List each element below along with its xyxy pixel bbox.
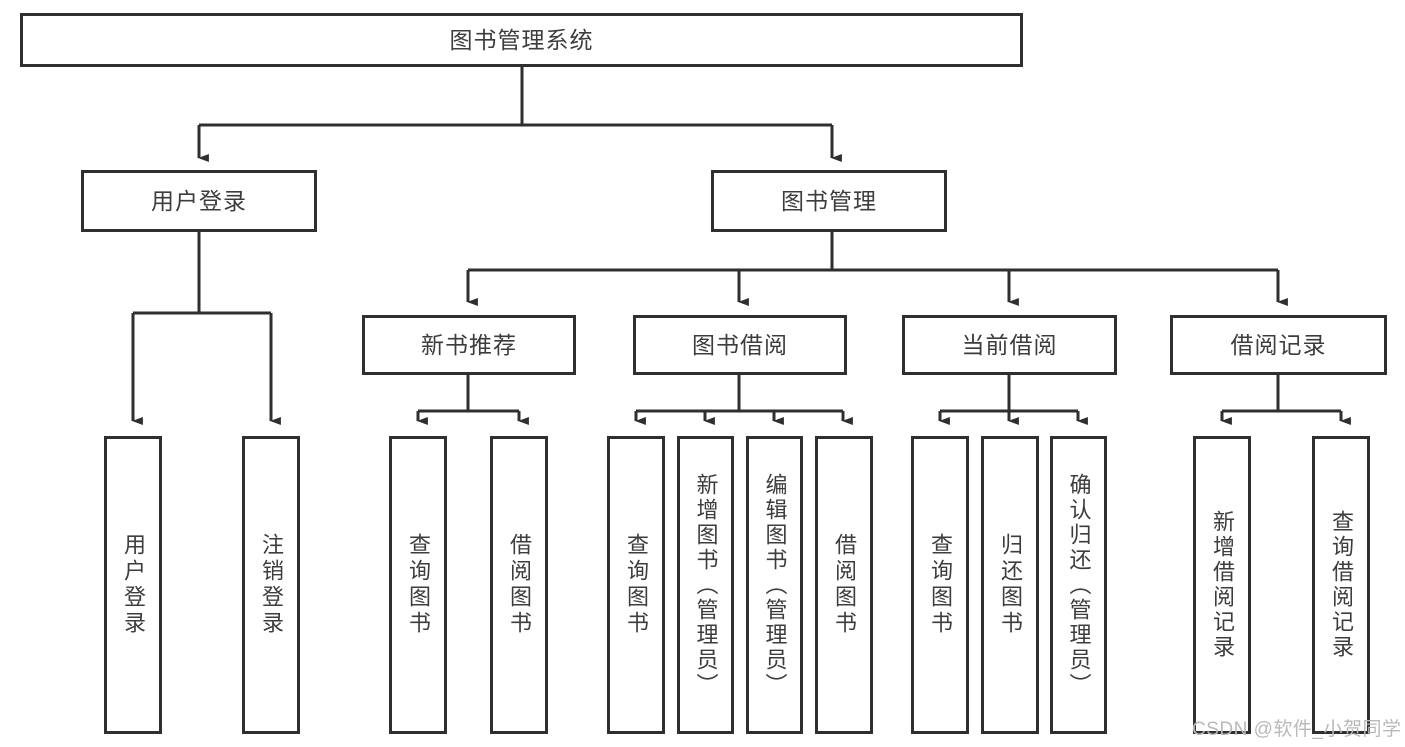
leaf-confirm-return-label: 确认归还（管理员） <box>1066 472 1092 698</box>
node-user-login-label: 用户登录 <box>151 187 247 214</box>
leaf-edit-book-label: 编辑图书（管理员） <box>762 472 788 698</box>
leaf-borrow-book-2-label: 借阅图书 <box>832 533 857 637</box>
leaf-logout-login-label: 注销登录 <box>259 533 284 637</box>
node-borrow-record-label: 借阅记录 <box>1230 331 1327 358</box>
leaf-query-record[interactable]: 查询借阅记录 <box>1312 436 1370 734</box>
leaf-query-book-1[interactable]: 查询图书 <box>389 436 447 734</box>
node-current-borrow[interactable]: 当前借阅 <box>902 315 1117 375</box>
leaf-query-book-3-label: 查询图书 <box>928 533 953 637</box>
leaf-borrow-book-1-label: 借阅图书 <box>507 533 532 637</box>
leaf-add-record-label: 新增借阅记录 <box>1210 510 1235 660</box>
node-book-borrow-label: 图书借阅 <box>692 331 788 358</box>
node-root-label: 图书管理系统 <box>449 26 594 53</box>
leaf-query-book-3[interactable]: 查询图书 <box>911 436 969 734</box>
leaf-return-book[interactable]: 归还图书 <box>981 436 1039 734</box>
leaf-query-book-1-label: 查询图书 <box>406 533 431 637</box>
node-root[interactable]: 图书管理系统 <box>20 13 1023 67</box>
node-borrow-record[interactable]: 借阅记录 <box>1170 315 1387 375</box>
node-new-book-rec-label: 新书推荐 <box>421 331 517 358</box>
node-book-borrow[interactable]: 图书借阅 <box>633 315 847 375</box>
leaf-confirm-return[interactable]: 确认归还（管理员） <box>1050 436 1107 734</box>
leaf-query-book-2[interactable]: 查询图书 <box>607 436 665 734</box>
leaf-borrow-book-1[interactable]: 借阅图书 <box>490 436 548 734</box>
leaf-add-book-label: 新增图书（管理员） <box>693 472 719 698</box>
node-user-login[interactable]: 用户登录 <box>81 170 317 232</box>
leaf-return-book-label: 归还图书 <box>998 533 1023 637</box>
node-new-book-rec[interactable]: 新书推荐 <box>362 315 576 375</box>
node-book-manage[interactable]: 图书管理 <box>711 170 947 232</box>
leaf-user-login[interactable]: 用户登录 <box>104 436 162 734</box>
leaf-query-book-2-label: 查询图书 <box>624 533 649 637</box>
leaf-edit-book[interactable]: 编辑图书（管理员） <box>746 436 803 734</box>
watermark-text: CSDN @软件_小贺同学 <box>1192 719 1402 740</box>
leaf-user-login-label: 用户登录 <box>121 533 146 637</box>
leaf-borrow-book-2[interactable]: 借阅图书 <box>815 436 873 734</box>
leaf-add-record[interactable]: 新增借阅记录 <box>1193 436 1251 734</box>
leaf-logout-login[interactable]: 注销登录 <box>242 436 300 734</box>
node-current-borrow-label: 当前借阅 <box>961 331 1058 358</box>
leaf-query-record-label: 查询借阅记录 <box>1329 510 1354 660</box>
node-book-manage-label: 图书管理 <box>781 187 877 214</box>
leaf-add-book[interactable]: 新增图书（管理员） <box>677 436 734 734</box>
